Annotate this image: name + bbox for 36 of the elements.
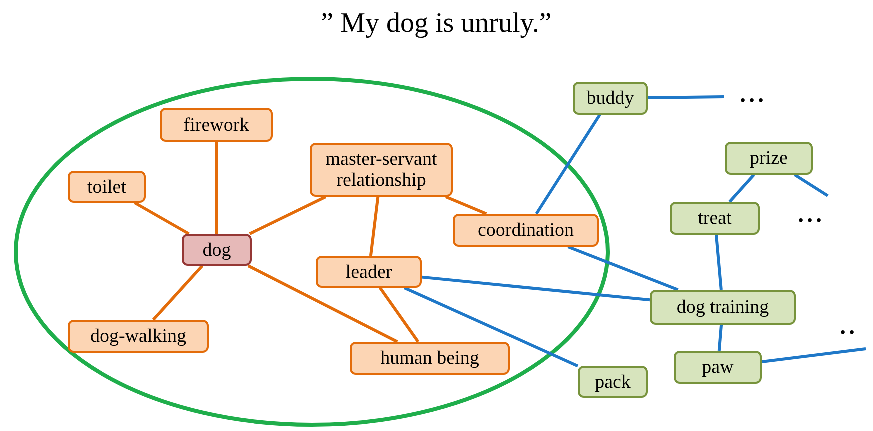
concept-box: dog training	[650, 290, 796, 325]
concept-box: treat	[670, 202, 760, 235]
connector-line	[404, 286, 579, 368]
concept-box: paw	[674, 351, 762, 384]
concept-box: human being	[350, 342, 510, 375]
concept-box: buddy	[573, 82, 648, 115]
concept-box: leader	[316, 256, 422, 288]
connector-line	[762, 348, 866, 364]
connector-line	[568, 246, 679, 292]
concept-box: prize	[725, 142, 813, 175]
concept-box: toilet	[68, 171, 146, 203]
connector-line	[215, 142, 218, 234]
connector-line	[379, 287, 420, 343]
concept-box: dog-walking	[68, 320, 209, 353]
concept-box: dog	[182, 234, 252, 266]
connector-line	[794, 174, 829, 198]
connector-line	[134, 202, 190, 236]
concept-box: firework	[160, 108, 273, 142]
connector-line	[248, 264, 398, 344]
connector-line	[249, 196, 327, 236]
connector-line	[718, 324, 724, 352]
connector-line	[715, 234, 723, 290]
connector-line	[535, 114, 602, 215]
concept-box: master-servant relationship	[310, 143, 453, 197]
connector-line	[648, 96, 724, 100]
ellipsis-mark: ...	[740, 82, 767, 109]
ellipsis-mark: ..	[840, 314, 858, 341]
connector-line	[369, 196, 380, 256]
ellipsis-mark: ...	[798, 202, 825, 229]
title: ” My dog is unruly.”	[320, 8, 553, 40]
connector-line	[152, 265, 204, 321]
connector-line	[728, 174, 756, 203]
connector-line	[445, 196, 488, 216]
connector-line	[422, 276, 650, 302]
concept-box: pack	[578, 366, 648, 398]
concept-box: coordination	[453, 214, 599, 247]
